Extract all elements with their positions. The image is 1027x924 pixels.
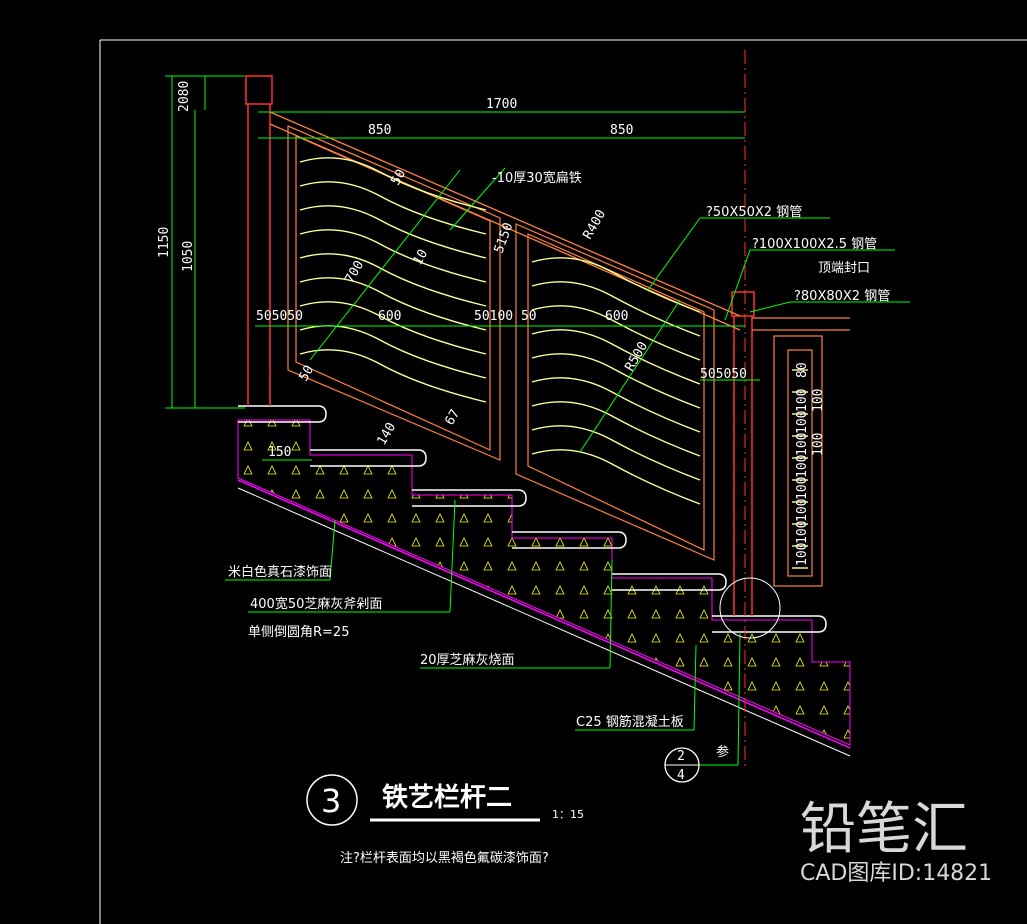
dimension-lines [165,75,910,766]
stair-treads [238,405,827,633]
dim-panel-width-left: 600 [378,309,401,324]
label-granite-20: 20厚芝麻灰烧面 [420,652,515,668]
label-concrete: C25 钢筋混凝土板 [576,714,684,730]
dim-step-140: 140 [374,420,399,448]
drawing-frame [99,39,1027,924]
detail-circle [719,577,781,639]
balusters [792,369,808,569]
label-end-cap: 顶端封口 [818,261,870,276]
title-note: 注?栏杆表面均以黑褐色氟碳漆饰面? [340,850,549,866]
dim-half-right: 850 [610,123,633,138]
dim-step-150: 150 [268,445,291,460]
dim-baluster: 100 [795,455,810,478]
dim-total-width: 1700 [486,97,517,112]
detail-reference: 2 4 [664,747,700,783]
panel-balusters [773,335,823,587]
dim-baluster: 100 [795,477,810,500]
dim-5150: 5150 [492,221,517,256]
dim-700: 700 [342,258,367,286]
dim-50-bottom: 50 [296,363,317,384]
dim-radius-400: R400 [580,207,609,242]
dim-height-inner: 1050 [181,241,196,272]
watermark-brand: 铅笔汇 [800,797,968,862]
title-number: 3 [321,782,341,820]
panel-right [515,223,715,561]
dim-half-left: 850 [368,123,391,138]
dim-baluster-spacing: 80 100 100 100 100 100 100 100 100 100 1… [795,362,826,566]
center-post [731,291,755,616]
wave-bars-right [531,257,701,505]
dim-baluster: 100 [795,521,810,544]
label-granite-400: 400宽50芝麻灰斧剁面 [250,596,382,612]
label-round-corner: 单侧倒圆角R=25 [248,625,349,640]
concrete-slab [237,419,851,757]
label-stone-paint: 米白色真石漆饰面 [228,564,332,580]
dim-baluster: 100 [811,433,826,456]
wave-bars-left [299,157,487,403]
dim-50-top: 50 [388,167,409,188]
label-steel-tube-50: ?50X50X2 钢管 [706,205,802,220]
label-ref: 参 [716,744,729,760]
dim-baluster: 100 [811,389,826,412]
dim-panel-width-right: 600 [605,309,628,324]
dim-baluster: 100 [795,543,810,566]
label-flat-bar: -10厚30宽扁铁 [492,170,582,186]
detail-ref-top: 2 [677,749,685,764]
detail-ref-bottom: 4 [677,768,685,783]
handrail [269,111,850,331]
watermark: 铅笔汇 CAD图库ID:14821 [800,797,992,886]
dim-baluster: 100 [795,389,810,412]
title-block: 3 铁艺栏杆二 1：15 注?栏杆表面均以黑褐色氟碳漆饰面? [306,774,584,866]
dim-panel-left-offsets: 505050 [256,309,303,324]
dim-10: 10 [410,247,431,268]
dim-baluster: 100 [795,433,810,456]
dim-radius-500: R500 [622,339,651,374]
dim-height-total: 1150 [157,227,172,258]
dim-top-cap: 2080 [177,81,192,112]
dim-panel-mid-gap: 50100 50 [474,309,537,324]
title-text: 铁艺栏杆二 [382,782,512,813]
label-steel-tube-100: ?100X100X2.5 钢管 [752,237,877,252]
dim-panel-right-offsets: 505050 [700,367,747,382]
left-post [245,75,273,406]
label-steel-tube-80: ?80X80X2 钢管 [794,289,890,304]
dim-baluster: 100 [795,411,810,434]
dim-baluster-top: 80 [795,362,810,378]
dim-67: 67 [442,407,463,428]
dim-baluster: 100 [795,499,810,522]
watermark-id: CAD图库ID:14821 [800,861,992,886]
title-scale: 1：15 [552,808,584,821]
